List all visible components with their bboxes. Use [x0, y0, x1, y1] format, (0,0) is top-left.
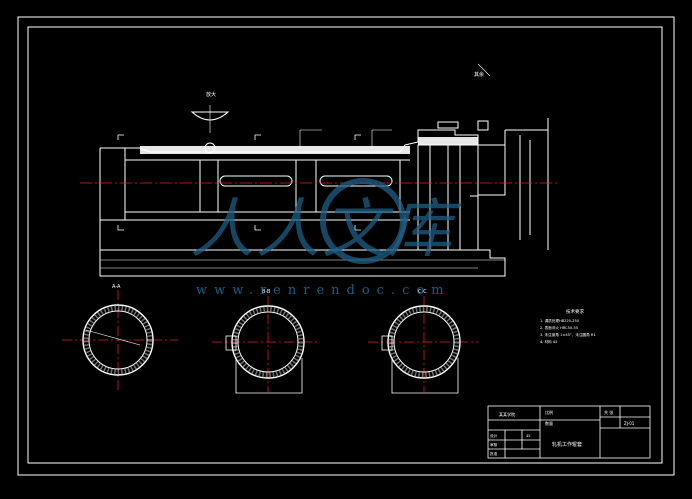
title-block-designer: 设计: [490, 433, 498, 438]
tech-note-3: 3. 未注倒角 1×45°，未注圆角 R1: [540, 332, 596, 337]
watermark-characters: 人人文库: [190, 193, 454, 267]
roughness-label: 其余: [474, 71, 484, 78]
detail-view-label: 放大: [206, 91, 216, 98]
tech-note-4: 4. 材料 45: [540, 339, 557, 344]
callout-leaders: [299, 63, 491, 148]
title-block-scale-label: 比例: [545, 409, 553, 415]
section-cut-marks: [117, 134, 361, 231]
title-block-qty-label: 数量: [545, 420, 553, 426]
section-a-label: A-A: [112, 284, 121, 290]
title-block-approver: 批准: [490, 451, 498, 456]
main-view: [99, 105, 549, 277]
sheet-outer-border: [17, 16, 675, 476]
tech-note-1: 1. 调质处理HB220-250: [540, 318, 580, 323]
title-block-company: 某某学院: [499, 411, 515, 417]
title-block-checker: 审核: [490, 442, 498, 447]
title-block: [487, 405, 651, 459]
section-a: [62, 290, 178, 390]
section-b: [212, 296, 320, 394]
section-c-label: C-C: [418, 289, 427, 295]
watermark-logo-icon: [320, 178, 406, 264]
tech-note-2: 2. 表面淬火 HRC50-55: [540, 325, 578, 330]
title-block-sheet-label: 共 张: [604, 409, 613, 415]
section-b-label: B-B: [262, 289, 271, 295]
title-block-material: 45: [526, 434, 531, 438]
watermark-url: www.renrendoc.com: [196, 283, 451, 298]
title-block-drawing-name: 轧机工作辊套: [552, 441, 582, 448]
tech-notes-title: 技术要求: [566, 308, 584, 315]
section-c: [368, 296, 478, 394]
title-block-drawing-no: ZJ-01: [624, 421, 635, 426]
sheet-inner-border: [27, 26, 663, 464]
